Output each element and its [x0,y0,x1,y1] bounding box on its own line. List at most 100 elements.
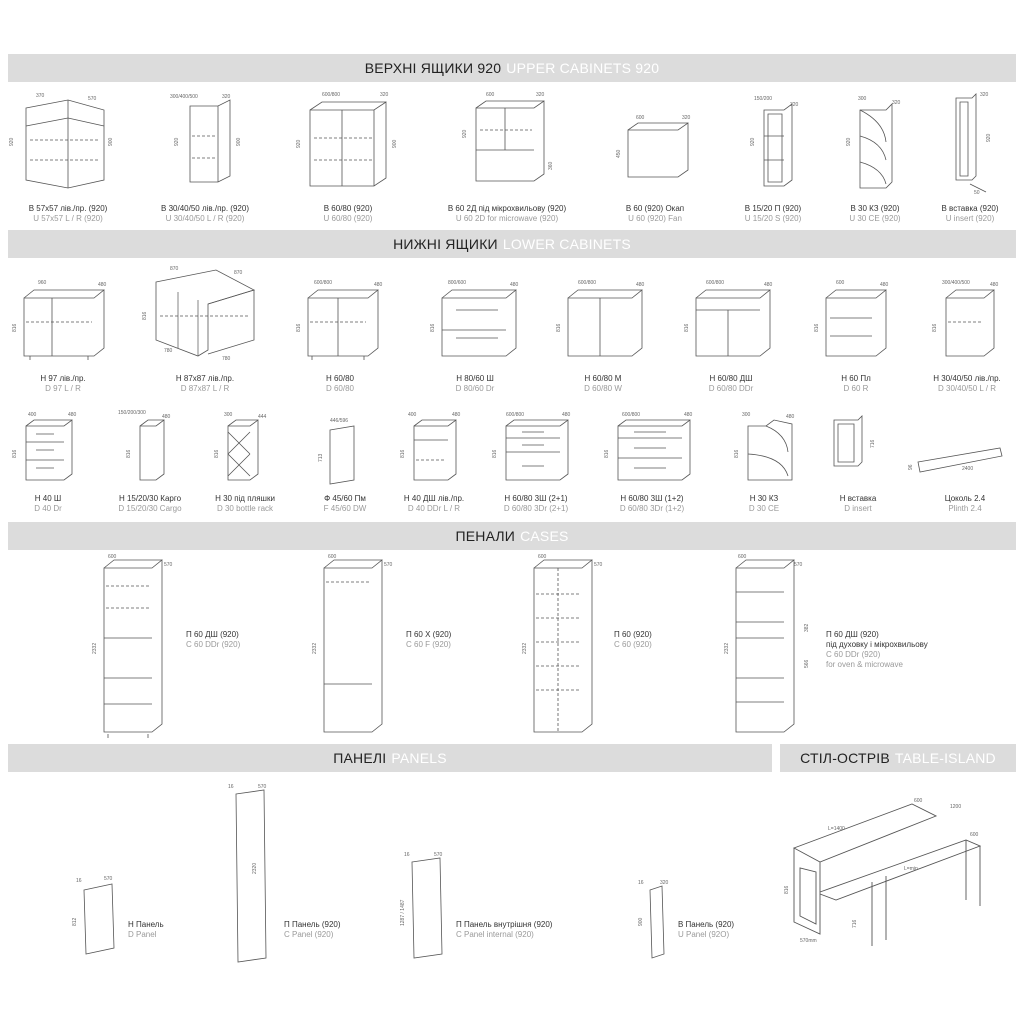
panel-caption-3: П Панель внутрішня (920)C Panel internal… [456,920,552,940]
caption-ua: В 15/20 П (920) [744,204,802,213]
dim-depth: 570 [164,562,173,568]
caption-ua: Н 60/80 3Ш (1+2) [620,494,684,503]
dim-width-top: 600 [914,798,923,804]
caption-en: D 87x87 L / R [180,384,230,393]
upper-caption-6: В 15/20 П (920)U 15/20 S (920) [718,204,828,224]
upper-cabinet-shelf-drawing: 150/200 320 920 [750,96,799,187]
caption-ua: П 60 Х (920) [406,630,452,639]
caption-ua: П 60 ДШ (920) [826,630,879,639]
caption-en: C 60 DDr (920) [186,640,241,649]
lower-cabinet-60-80-door-drawer-drawing: 600/800 480 816 [684,280,773,357]
dim-width: 446/596 [330,418,348,424]
dim-height: 920 [846,137,852,146]
dim-depth: 570 [88,96,97,102]
lower-cabinet-bottle-rack-drawing: 300 444 816 [214,412,267,481]
dim-width: 600/800 [314,280,332,286]
caption-ua-2: під духовку і мікрохвильову [826,640,928,649]
section-title-en: UPPER CABINETS 920 [506,60,660,76]
dim-height: 816 [214,449,220,458]
caption-ua: Н 80/60 Ш [456,374,494,383]
dim-microwave: 360 [548,161,554,170]
dim-height: 816 [142,311,148,320]
upper-cabinet-30-50-drawing: 300/400/500 320 920 900 [170,94,242,183]
dim-depth: 480 [162,414,171,420]
section-title-en: CASES [520,528,569,544]
section-title-ua: ПАНЕЛІ [333,750,387,766]
dim-width: 600/800 [622,412,640,418]
caption-ua: Н вставка [839,494,877,503]
section-title-ua: ПЕНАЛИ [455,528,516,544]
caption-ua: Н 40 ДШ лів./пр. [403,494,465,503]
lower-cabinet-60-80-wash-drawing: 600/800 480 816 [556,280,645,357]
caption-en: D insert [844,504,872,513]
dim-depth: 480 [880,282,889,288]
table-island-drawing: L=1400 600 1200 L=min 600 816 716 570mm [784,798,982,946]
panel-caption-4: В Панель (920)U Panel (92O) [678,920,734,940]
dim-height-inner: 900 [392,139,398,148]
plinth-drawing: 96 2400 [908,447,1003,473]
panel-upper-drawing: 16 320 900 [638,880,669,959]
lower-cabinet-40-drawer-drawing: 400 480 816 [12,412,77,481]
dim-depth: 320 [892,100,901,106]
dim-width: 600 [538,554,547,560]
caption-ua: В 60 2Д під мікрохвильову (920) [447,204,567,213]
caption-en: C 60 F (920) [406,640,451,649]
dim-length-top: L=1400 [828,826,845,832]
dim-height: 816 [814,323,820,332]
caption-ua: П 60 (920) [614,630,652,639]
dim-depth: 480 [990,282,999,288]
dim-depth: 480 [68,412,77,418]
upper-caption-8: В вставка (920)U insert (920) [920,204,1020,224]
caption-en: U 15/20 S (920) [744,214,802,223]
dim-depth: 480 [510,282,519,288]
case-caption-2: П 60 Х (920)C 60 F (920) [406,630,451,650]
dim-height: 716 [870,439,876,448]
dishwasher-facade-drawing: 446/596 713 [318,418,355,485]
dim-width: 300/400/500 [170,94,198,100]
caption-en: D 40 Dr [34,504,62,513]
dim-width: 150/200/300 [118,410,146,416]
caption-en: C 60 DDr (920) [826,650,881,659]
lower-cabinet-87x87-drawing: 870 870 816 780 780 [142,266,256,362]
dim-height: 816 [296,323,302,332]
caption-en: D 60/80 W [584,384,622,393]
caption-en-2: for oven & microwave [826,660,903,669]
dim-height: 2320 [252,863,258,874]
section-header-lower: НИЖНІ ЯЩИКИ LOWER CABINETS [8,230,1016,258]
case-60-oven-microwave-drawing: 600 570 2332 382 566 [724,554,810,733]
lower-cabinet-60-rack-drawing: 600 480 816 [814,280,889,357]
caption-en: D 60 R [843,384,869,393]
upper-cabinet-corner-end-drawing: 300 320 920 [846,96,901,189]
upper-cabinet-fan-drawing: 600 320 450 [616,115,691,178]
caption-en: C Panel internal (920) [456,930,534,939]
dim-height: 816 [684,323,690,332]
dim-width-lower: 600 [970,832,979,838]
panel-case-drawing: 16 570 2320 [228,784,267,963]
dim-width: 400 [28,412,37,418]
caption-ua: В 30/40/50 лів./пр. (920) [161,204,249,213]
section-title-ua: СТІЛ-ОСТРІВ [800,750,890,766]
caption-ua: Ф 45/60 Пм [324,494,366,503]
dim-width: 600 [738,554,747,560]
case-caption-1: П 60 ДШ (920)C 60 DDr (920) [186,630,240,650]
caption-ua: П Панель (920) [284,920,341,929]
dim-width: 600/800 [706,280,724,286]
upper-cabinet-microwave-drawing: 600 320 920 360 [462,92,554,182]
lower-cabinet-60-80-drawing: 600/800 480 816 [296,280,383,360]
lower-cabinet-40-door-drawer-drawing: 400 480 816 [400,412,461,481]
dim-depth: 480 [452,412,461,418]
caption-ua: В Панель (920) [678,920,735,929]
caption-en: C Panel (920) [284,930,334,939]
section-header-island: СТІЛ-ОСТРІВ TABLE-ISLAND [780,744,1016,772]
caption-en: D 60/80 DDr [708,384,754,393]
case-caption-3: П 60 (920)C 60 (920) [614,630,652,650]
lower-caption-1: Н 97 лів./пр.D 97 L / R [8,374,118,394]
dim-depth: 480 [374,282,383,288]
upper-caption-2: В 30/40/50 лів./пр. (920)U 30/40/50 L / … [145,204,265,224]
dim-width: 600 [636,115,645,121]
caption-ua: В 57x57 лів./пр. (920) [28,204,108,213]
